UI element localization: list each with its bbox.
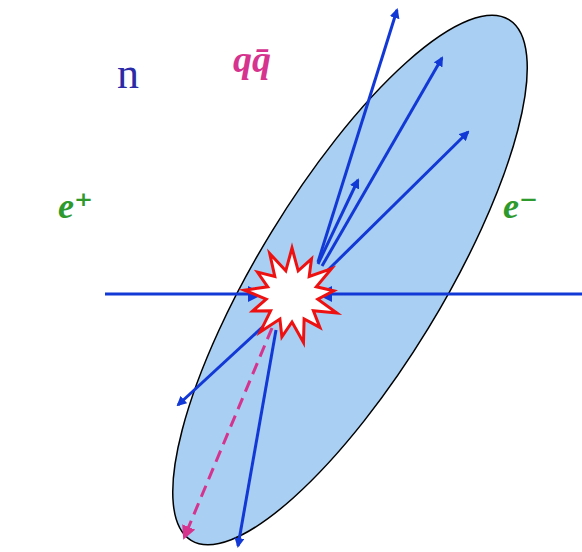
particle-jets bbox=[178, 10, 468, 546]
electron-beam bbox=[318, 293, 582, 296]
positron-label: e⁺ bbox=[58, 188, 93, 224]
collision-burst bbox=[244, 248, 337, 343]
electron-label: e⁻ bbox=[503, 188, 538, 224]
quark-pair-label: qq̄ bbox=[233, 40, 271, 78]
positron-beam bbox=[105, 293, 262, 296]
cropped-title-letter: n bbox=[117, 52, 139, 96]
event-ellipse bbox=[113, 0, 582, 552]
missing-particle bbox=[184, 328, 272, 538]
